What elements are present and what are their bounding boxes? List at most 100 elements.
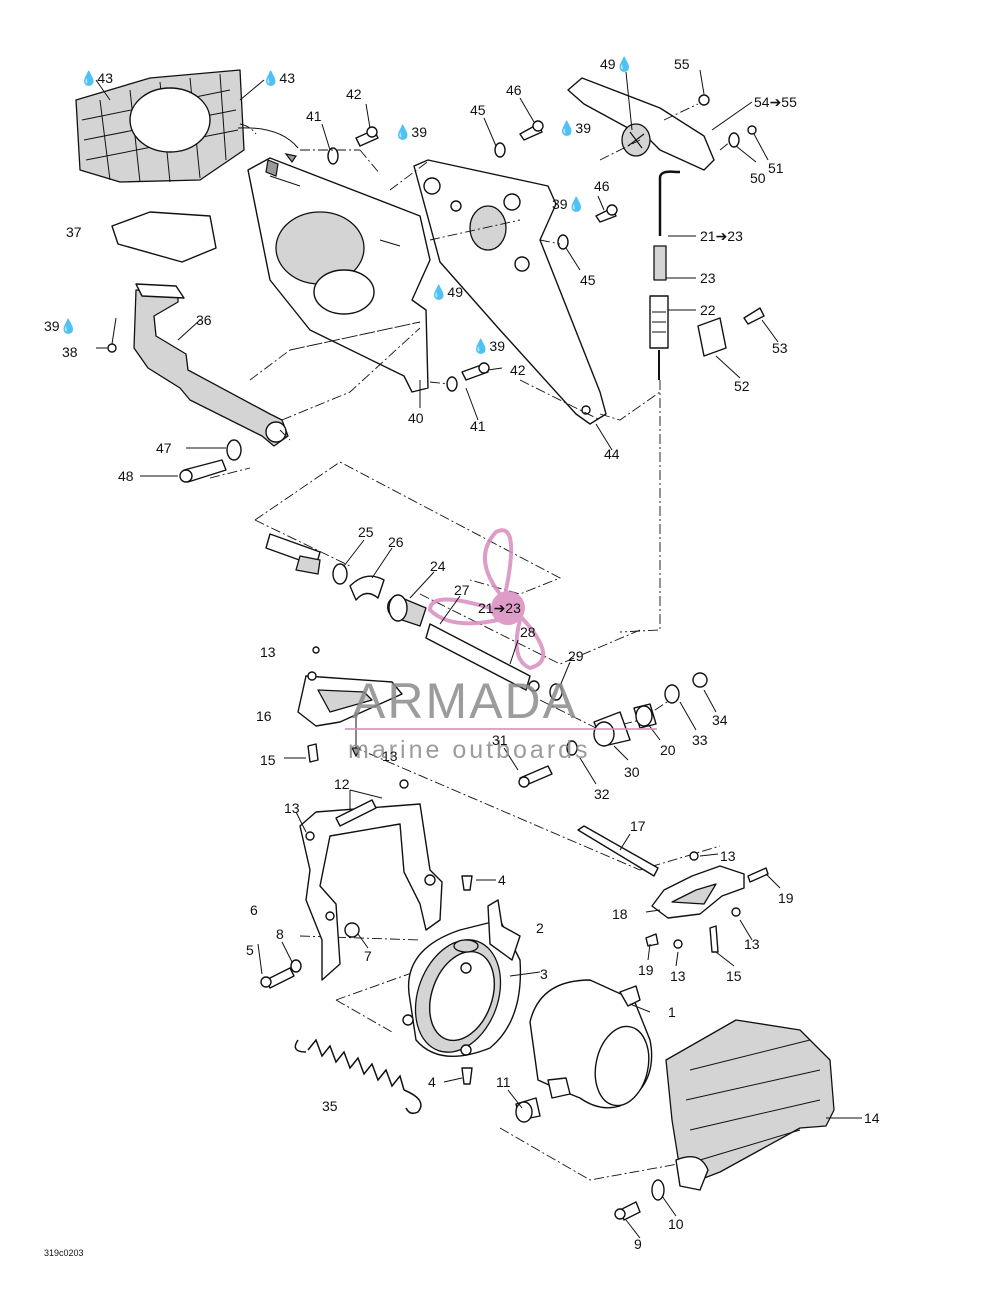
label-5: 5 [246, 942, 254, 958]
label-32: 32 [594, 786, 610, 802]
label-45b: 45 [580, 272, 596, 288]
label-19b: 19 [638, 962, 654, 978]
label-39c: 39💧 [552, 196, 586, 212]
part-1-boot [515, 979, 653, 1123]
label-13d: 13 [720, 848, 736, 864]
part-35-spring [294, 1038, 422, 1115]
label-49b: 💧49 [430, 284, 464, 300]
label-53: 53 [772, 340, 788, 356]
label-45a: 45 [470, 102, 486, 118]
label-41a: 41 [306, 108, 322, 124]
label-46a: 46 [506, 82, 522, 98]
label-41b: 41 [470, 418, 486, 434]
label-30: 30 [624, 764, 640, 780]
label-31: 31 [492, 732, 508, 748]
label-9: 9 [634, 1236, 642, 1252]
label-21-23b: 21➔23 [478, 600, 521, 616]
label-38: 38 [62, 344, 78, 360]
label-51: 51 [768, 160, 784, 176]
part-43-grille [75, 69, 299, 183]
label-8: 8 [276, 926, 284, 942]
label-24: 24 [430, 558, 446, 574]
label-20: 20 [660, 742, 676, 758]
label-54: 54➔55 [754, 94, 797, 110]
label-29: 29 [568, 648, 584, 664]
label-21-23a: 21➔23 [700, 228, 743, 244]
label-6: 6 [250, 902, 258, 918]
label-22: 22 [700, 302, 716, 318]
label-25: 25 [358, 524, 374, 540]
label-13b: 13 [382, 748, 398, 764]
diagram-code: 319c0203 [44, 1248, 84, 1258]
label-39b: 💧39 [558, 120, 592, 136]
label-50: 50 [750, 170, 766, 186]
label-4a: 4 [498, 872, 506, 888]
watermark-propeller [427, 528, 546, 671]
label-15b: 15 [726, 968, 742, 984]
label-33: 33 [692, 732, 708, 748]
label-55: 55 [674, 56, 690, 72]
label-39d: 39💧 [44, 318, 78, 334]
label-11: 11 [496, 1074, 511, 1090]
watermark-brand: ARMADA [352, 673, 578, 729]
label-52: 52 [734, 378, 750, 394]
label-13c: 13 [284, 800, 300, 816]
label-17: 17 [630, 818, 646, 834]
label-18: 18 [612, 906, 628, 922]
part-21-23-cable [649, 170, 765, 380]
label-28: 28 [520, 624, 536, 640]
label-43a: 💧43 [80, 70, 114, 86]
label-39e: 💧39 [472, 338, 506, 354]
label-27: 27 [454, 582, 470, 598]
part-17-link [577, 825, 659, 877]
label-leaders [95, 69, 862, 1239]
label-35: 35 [322, 1098, 338, 1114]
label-42a: 42 [346, 86, 362, 102]
label-2: 2 [536, 920, 544, 936]
label-49a: 49💧 [600, 56, 634, 72]
part-37-pad [111, 211, 217, 263]
label-13e: 13 [744, 936, 760, 952]
label-1: 1 [668, 1004, 676, 1020]
part-14-shroud [614, 1019, 835, 1221]
label-43b: 💧43 [262, 70, 296, 86]
part-18-lever [645, 851, 769, 953]
label-40: 40 [408, 410, 424, 426]
label-36: 36 [196, 312, 212, 328]
assembly-lines [209, 103, 731, 1181]
label-44: 44 [604, 446, 620, 462]
label-3: 3 [540, 966, 548, 982]
watermark-tagline: marine outboards [348, 736, 591, 764]
label-14: 14 [864, 1110, 880, 1126]
label-19a: 19 [778, 890, 794, 906]
label-13a: 13 [260, 644, 276, 660]
label-13f: 13 [670, 968, 686, 984]
part-36-arm [107, 283, 289, 447]
part-16-bracket [297, 646, 403, 763]
part-44-plate [413, 159, 607, 425]
label-39a: 💧39 [394, 124, 428, 140]
label-42b: 42 [510, 362, 526, 378]
part-6-bracket [260, 779, 443, 989]
label-46b: 46 [594, 178, 610, 194]
shaft-assembly [265, 533, 540, 692]
label-15a: 15 [260, 752, 276, 768]
label-4b: 4 [428, 1074, 436, 1090]
label-26: 26 [388, 534, 404, 550]
label-16: 16 [256, 708, 272, 724]
watermark-divider [345, 728, 657, 730]
label-34: 34 [712, 712, 728, 728]
label-47: 47 [156, 440, 172, 456]
label-48: 48 [118, 468, 134, 484]
part-47-48-bolt [179, 439, 242, 483]
label-23: 23 [700, 270, 716, 286]
part-54-lever [567, 77, 757, 171]
label-7: 7 [364, 948, 372, 964]
label-12: 12 [334, 776, 350, 792]
part-40-housing [247, 157, 431, 393]
label-10: 10 [668, 1216, 684, 1232]
hardware-top [327, 120, 618, 392]
label-37: 37 [66, 224, 82, 240]
part-2-3-housing [402, 875, 522, 1085]
